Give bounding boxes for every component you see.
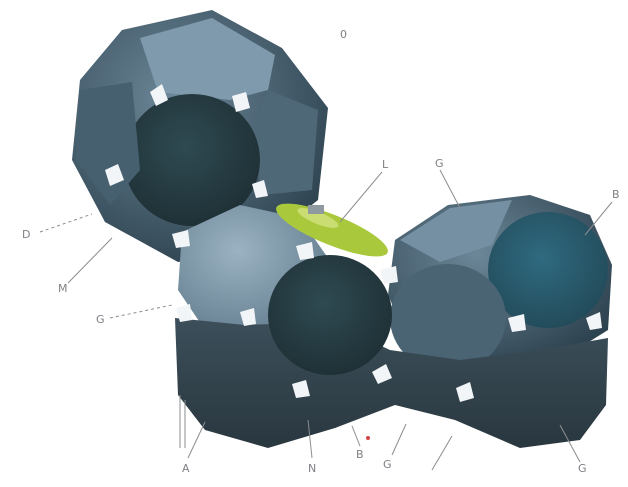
leader-bottom-3: [352, 426, 360, 446]
green-insert-marker: [308, 205, 324, 214]
leader-left-mid: [68, 238, 112, 283]
label-bottom-4: G: [383, 458, 392, 471]
leader-bottom-1: [188, 422, 205, 458]
label-upper-right-1: G: [435, 157, 444, 170]
leader-insert: [340, 172, 382, 222]
leader-left-lower: [110, 305, 172, 318]
leader-bottom-5: [432, 436, 452, 470]
red-dot: [366, 436, 370, 440]
label-left-upper: D: [22, 228, 30, 241]
label-insert: L: [382, 158, 389, 171]
label-left-lower: G: [96, 313, 105, 326]
label-left-mid: M: [58, 282, 68, 295]
leader-left-upper: [40, 214, 92, 232]
label-bottom-2: N: [308, 462, 316, 475]
gap-7: [380, 266, 398, 284]
label-bottom-5: G: [578, 462, 587, 475]
leader-upper-right-1: [440, 170, 460, 208]
label-bottom-1: A: [182, 462, 190, 475]
label-upper-right-2: B: [612, 188, 620, 201]
label-bottom-3: B: [356, 448, 364, 461]
leader-bottom-4: [392, 424, 406, 455]
label-top: 0: [340, 28, 347, 41]
center-dark-sphere: [268, 255, 392, 375]
